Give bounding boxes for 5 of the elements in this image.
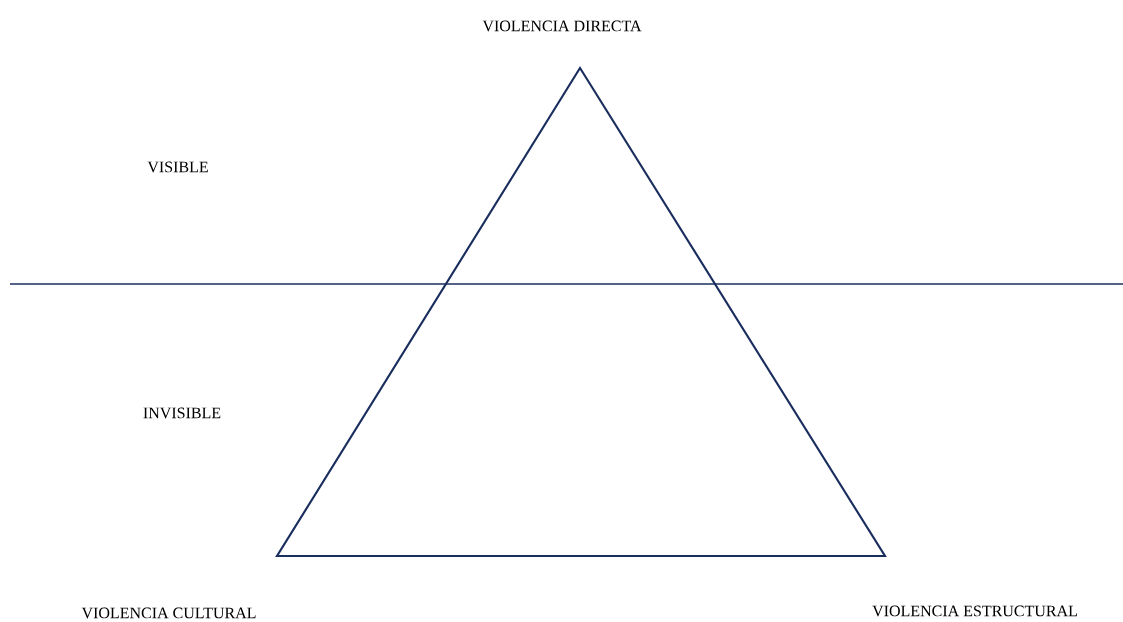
text-label: VIOLENCIA DIRECTA (482, 20, 642, 32)
text-label: VIOLENCIA ESTRUCTURAL (872, 605, 1077, 617)
text-label: VISIBLE (147, 161, 208, 173)
text-label: VIOLENCIA CULTURAL (81, 607, 256, 619)
text-label: INVISIBLE (143, 407, 221, 419)
